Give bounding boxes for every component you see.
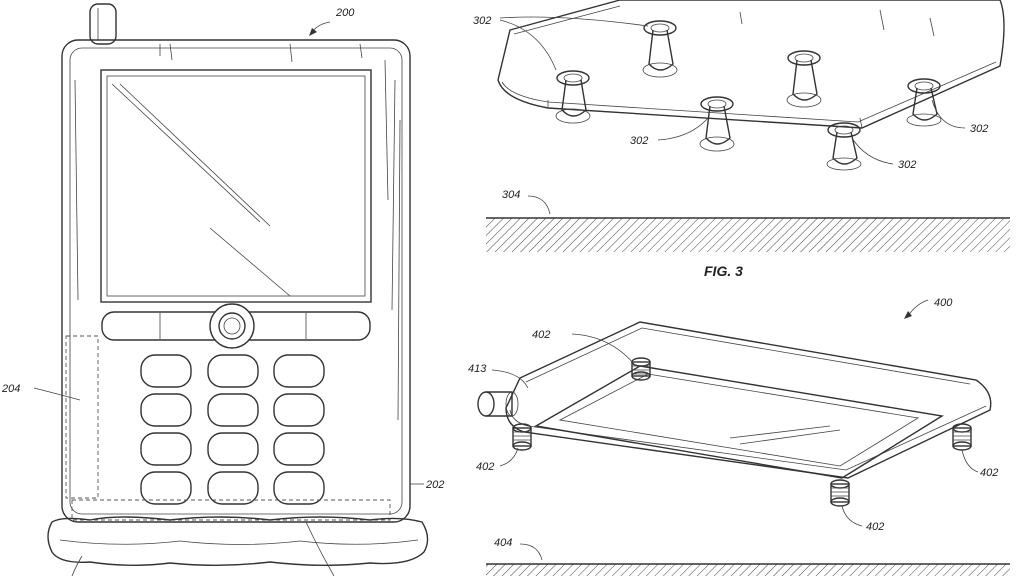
hidden-component-204 (65, 335, 99, 499)
fig4-feet (512, 357, 972, 507)
phone-screen (100, 69, 372, 303)
phone-base-cushion (47, 516, 429, 566)
ref-302-right: 302 (970, 123, 988, 135)
surface-404 (486, 543, 1010, 576)
ref-402-bottom: 402 (866, 521, 884, 533)
ref-302-top: 302 (473, 15, 491, 27)
phone-nav-bar (101, 303, 371, 349)
phone-antenna (89, 3, 117, 45)
fig3-leaders (499, 16, 966, 165)
suction-foot (555, 70, 591, 124)
phone-body (61, 39, 411, 523)
ref-413: 413 (468, 363, 487, 375)
phone-keypad (140, 354, 325, 505)
fig3-feet (555, 20, 942, 171)
ref-202: 202 (425, 479, 444, 491)
ref-302-bottom: 302 (898, 159, 916, 171)
fig3-device (497, 0, 1005, 129)
fig4-leaders (491, 299, 979, 527)
spring-foot (952, 423, 972, 451)
hidden-component-202 (71, 499, 391, 521)
fig4-device (477, 321, 992, 479)
side-button-413 (477, 391, 519, 417)
spring-foot (830, 479, 850, 507)
ref-204: 204 (1, 383, 20, 395)
phone-center-button (209, 303, 255, 349)
suction-foot (642, 20, 678, 78)
suction-foot (826, 122, 862, 171)
phone-figure (33, 3, 429, 576)
ref-400: 400 (934, 297, 953, 309)
fig3-caption: FIG. 3 (704, 263, 743, 279)
ref-402-right: 402 (980, 467, 998, 479)
suction-foot (906, 78, 942, 127)
ref-402-top: 402 (532, 329, 550, 341)
ref-404: 404 (494, 537, 512, 549)
ref-402-left: 402 (476, 461, 494, 473)
spring-foot (631, 357, 651, 381)
suction-foot (786, 50, 822, 108)
ref-304: 304 (502, 189, 520, 201)
ref-200: 200 (335, 7, 355, 19)
suction-foot (699, 96, 735, 152)
phone-body-shading (74, 43, 401, 421)
spring-foot (512, 423, 532, 451)
surface-304 (486, 195, 1010, 252)
ref-302-mid: 302 (630, 135, 648, 147)
